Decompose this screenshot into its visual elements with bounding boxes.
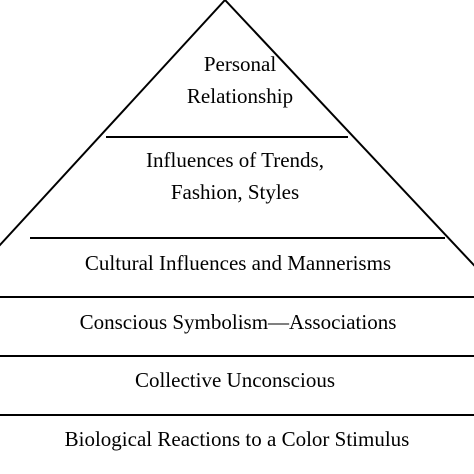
level-cultural-influences: Cultural Influences and Mannerisms <box>85 251 391 275</box>
level-biological-reactions: Biological Reactions to a Color Stimulus <box>65 427 410 451</box>
level-personal-relationship-line-2: Relationship <box>187 84 293 108</box>
pyramid-left-edge <box>0 0 226 247</box>
level-trends-fashion-line-2: Fashion, Styles <box>171 180 299 204</box>
level-collective-unconscious: Collective Unconscious <box>135 368 335 392</box>
level-trends-fashion-line-1: Influences of Trends, <box>146 148 324 172</box>
level-personal-relationship-line-1: Personal <box>204 52 276 76</box>
level-conscious-symbolism: Conscious Symbolism—Associations <box>80 310 397 334</box>
pyramid-right-edge <box>224 0 474 267</box>
